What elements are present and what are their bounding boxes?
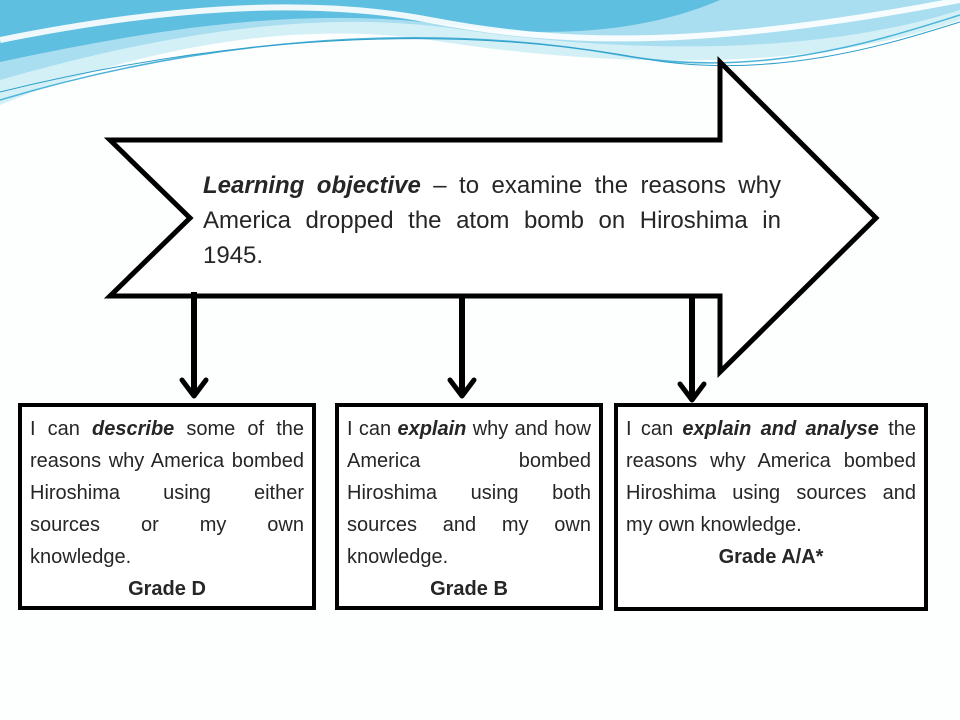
grade-a-label: Grade A/A* — [718, 546, 824, 568]
grade-d-label: Grade D — [128, 578, 206, 600]
grade-d-verb: describe — [92, 418, 175, 440]
grade-b-description: I can explain why and how America bombed… — [347, 413, 591, 573]
grade-a-description: I can explain and analyse the reasons wh… — [626, 413, 916, 541]
grade-b-verb: explain — [397, 418, 467, 440]
learning-objective: Learning objective – to examine the reas… — [203, 168, 781, 273]
objective-arrow — [103, 55, 880, 378]
arrow-to-grade-b — [447, 298, 477, 399]
arrow-to-grade-a — [677, 298, 707, 403]
grade-b-label: Grade B — [430, 578, 508, 600]
grade-d-box: I can describe some of the reasons why A… — [18, 403, 316, 610]
grade-b-box: I can explain why and how America bombed… — [335, 403, 603, 610]
objective-label: Learning objective — [203, 172, 421, 199]
grade-d-description: I can describe some of the reasons why A… — [30, 413, 304, 573]
grade-d-suffix: some of the reasons why America bombed H… — [30, 418, 305, 568]
grade-b-prefix: I can — [347, 418, 398, 440]
arrow-to-grade-d — [179, 292, 209, 399]
header-wave-decoration — [0, 0, 960, 105]
grade-b-suffix: why and how America bombed Hiroshima usi… — [347, 418, 592, 568]
grade-a-suffix: the reasons why America bombed Hiroshima… — [626, 418, 916, 536]
grade-a-box: I can explain and analyse the reasons wh… — [614, 403, 928, 611]
objective-text: – to examine the reasons why America dro… — [203, 172, 781, 269]
grade-a-prefix: I can — [626, 418, 683, 440]
grade-d-prefix: I can — [30, 418, 93, 440]
grade-a-verb: explain and analyse — [682, 418, 879, 440]
